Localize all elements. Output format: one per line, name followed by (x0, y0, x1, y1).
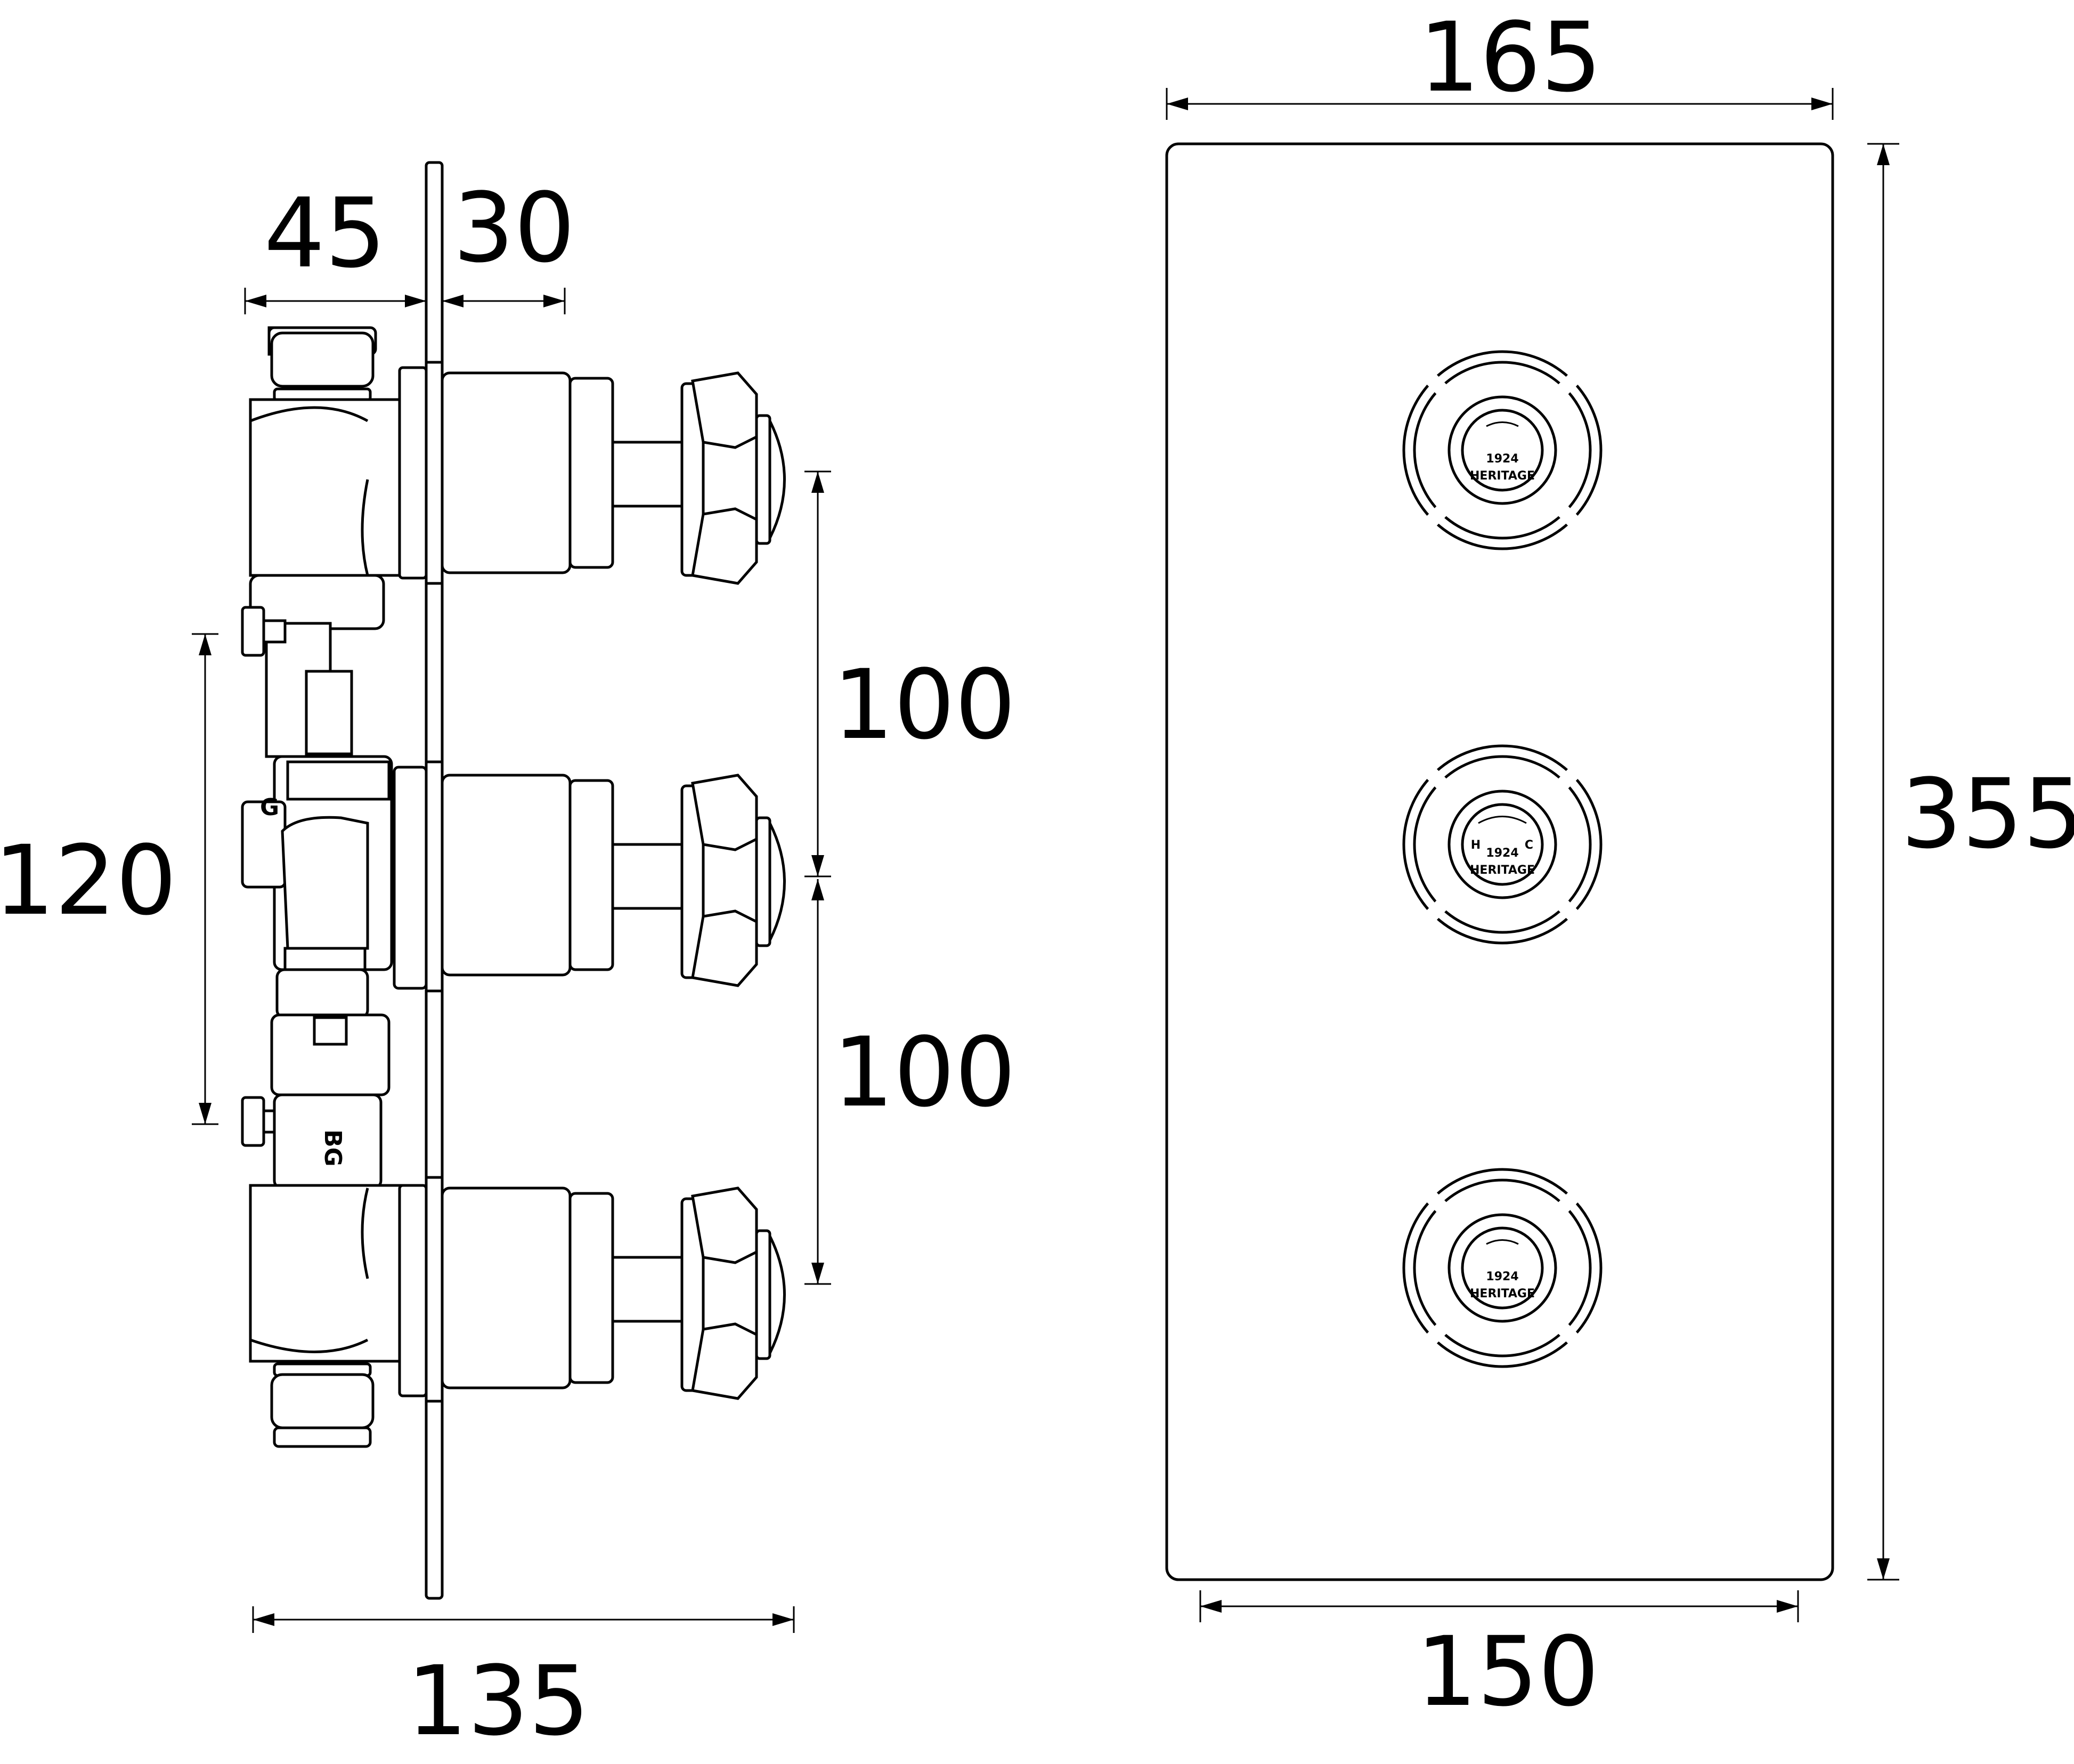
dim-100-lower: 100 (804, 879, 1016, 1285)
dim-355: 355 (1867, 143, 2074, 1581)
dim-165: 165 (1166, 2, 1834, 120)
dim-45: 45 (244, 178, 426, 314)
side-middle-valve: G (241, 574, 786, 1096)
dim-30-label: 30 (453, 173, 575, 284)
front-handle-middle: H C 1924 HERITAGE (1402, 744, 1603, 945)
dim-100-lower-label: 100 (833, 1017, 1016, 1128)
body-mark: BG (319, 1129, 346, 1167)
valve-mark: G (260, 794, 279, 821)
dim-150-label: 150 (1416, 1616, 1599, 1728)
dim-150: 150 (1199, 1590, 1799, 1728)
side-upper-valve (249, 326, 786, 585)
hub-hot: H (1471, 839, 1481, 852)
dim-135-label: 135 (406, 1646, 590, 1757)
hub-year-middle: 1924 (1486, 847, 1518, 860)
hub-brand-bottom: HERITAGE (1470, 1287, 1535, 1300)
dim-135: 135 (252, 1606, 795, 1757)
front-handle-top: 1924 HERITAGE (1402, 350, 1603, 550)
side-test-point-upper (241, 606, 287, 657)
front-plate (1165, 142, 1834, 1581)
hub-brand-top: HERITAGE (1470, 469, 1535, 483)
hub-brand-middle: HERITAGE (1470, 864, 1535, 877)
side-lower-valve: BG (249, 1093, 786, 1448)
dim-100-upper-label: 100 (833, 649, 1016, 761)
hub-year-top: 1924 (1486, 452, 1518, 466)
dim-30: 30 (442, 173, 575, 314)
hub-year-bottom: 1924 (1486, 1270, 1518, 1283)
hub-cold: C (1525, 839, 1533, 852)
dim-355-label: 355 (1901, 759, 2074, 870)
dim-165-label: 165 (1419, 2, 1602, 113)
dim-120: 120 (0, 633, 218, 1125)
front-view: 1924 HERITAGE H C 1924 HERITAGE (1165, 2, 2074, 1728)
side-view: G BG (0, 161, 1016, 1757)
dim-100-upper: 100 (804, 470, 1016, 877)
dim-45-label: 45 (264, 178, 386, 289)
dim-120-label: 120 (0, 825, 177, 937)
front-handle-bottom: 1924 HERITAGE (1402, 1168, 1603, 1368)
